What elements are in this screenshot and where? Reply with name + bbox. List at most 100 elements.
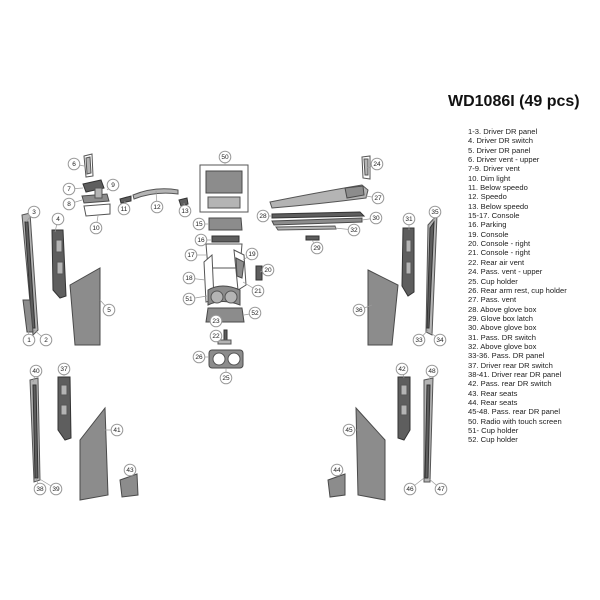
legend-item: 25. Cup holder	[468, 276, 518, 286]
callout-44: 44	[330, 463, 344, 477]
callout-31: 31	[402, 212, 416, 226]
callout-10: 10	[89, 221, 103, 235]
callout-number: 9	[111, 182, 115, 189]
legend-item: 44. Rear seats	[468, 397, 518, 407]
callout-number: 13	[181, 208, 189, 215]
center-console-parts	[199, 164, 263, 369]
callout-40: 40	[29, 364, 43, 378]
callout-number: 5	[107, 307, 111, 314]
callout-3: 3	[27, 205, 41, 219]
callout-number: 25	[222, 375, 230, 382]
callout-circle	[412, 333, 426, 347]
callout-circle	[106, 178, 120, 192]
callout-circle	[29, 364, 43, 378]
callout-circle	[251, 284, 265, 298]
callout-circle	[33, 482, 47, 496]
callout-18: 18	[182, 271, 196, 285]
callout-number: 35	[431, 209, 439, 216]
callout-number: 16	[197, 237, 205, 244]
callout-circle	[434, 482, 448, 496]
legend-item: 21. Console - right	[468, 248, 531, 258]
callout-circle	[248, 306, 262, 320]
callout-circle	[209, 314, 223, 328]
callout-number: 1	[27, 337, 31, 344]
legend-item: 4. Driver DR switch	[468, 136, 533, 146]
part-37-switch-b	[60, 404, 68, 416]
callout-19: 19	[245, 247, 259, 261]
legend-item: 32. Above glove box	[468, 341, 537, 351]
callout-circle	[342, 423, 356, 437]
callout-number: 43	[126, 467, 134, 474]
callout-circle	[256, 209, 270, 223]
legend-item: 31. Pass. DR switch	[468, 332, 536, 342]
callout-circle	[428, 205, 442, 219]
callout-number: 47	[437, 486, 445, 493]
part-36	[367, 269, 399, 346]
part-24-inner	[363, 158, 369, 176]
legend-item: 45-48. Pass. rear DR panel	[468, 407, 561, 417]
callout-circle	[330, 463, 344, 477]
part-31-switch-b	[405, 261, 412, 275]
part-1	[22, 299, 34, 333]
callout-number: 30	[372, 215, 380, 222]
callout-26: 26	[192, 350, 206, 364]
legend-item: 20. Console - right	[468, 239, 531, 249]
legend-item: 24. Pass. vent - upper	[468, 267, 543, 277]
legend-item: 38-41. Driver rear DR panel	[468, 369, 562, 379]
part-20	[255, 265, 263, 281]
legend-item: 22. Rear air vent	[468, 257, 525, 267]
callout-21: 21	[251, 284, 265, 298]
callout-circle	[62, 197, 76, 211]
callout-number: 19	[248, 251, 256, 258]
part-28	[271, 211, 366, 219]
callout-47: 47	[434, 482, 448, 496]
callout-52: 52	[248, 306, 262, 320]
callout-number: 34	[436, 337, 444, 344]
callout-number: 45	[345, 427, 353, 434]
legend-item: 6. Driver vent - upper	[468, 155, 540, 165]
part-26-ring-b	[227, 352, 241, 366]
callout-circle	[51, 212, 65, 226]
callout-22: 22	[209, 329, 223, 343]
callout-number: 40	[32, 368, 40, 375]
callout-circle	[27, 205, 41, 219]
passenger-dash-parts	[269, 155, 371, 241]
callout-15: 15	[192, 217, 206, 231]
legend-item: 33-36. Pass. DR panel	[468, 351, 545, 361]
part-41	[79, 406, 109, 501]
callout-circle	[209, 329, 223, 343]
part-22	[217, 339, 232, 345]
callout-number: 41	[113, 427, 121, 434]
legend-item: 5. Driver DR panel	[468, 145, 531, 155]
part-30	[271, 217, 363, 226]
callout-6: 6	[67, 157, 81, 171]
callout-circle	[194, 233, 208, 247]
legend-item: 10. Dim light	[468, 173, 511, 183]
legend-item: 26. Rear arm rest, cup holder	[468, 285, 567, 295]
legend-item: 11. Below speedo	[468, 183, 528, 193]
callout-number: 51	[185, 296, 193, 303]
callout-20: 20	[261, 263, 275, 277]
callout-circle	[62, 182, 76, 196]
callout-51: 51	[182, 292, 196, 306]
callout-circle	[219, 371, 233, 385]
part-51-ring-b	[224, 290, 238, 304]
callout-1: 1	[22, 333, 36, 347]
part-6-inner	[85, 156, 92, 175]
callout-circle	[182, 271, 196, 285]
callout-46: 46	[403, 482, 417, 496]
driver-vent-parts	[81, 153, 111, 217]
callout-13: 13	[178, 204, 192, 218]
callout-45: 45	[342, 423, 356, 437]
legend-item: 52. Cup holder	[468, 435, 518, 445]
callout-35: 35	[428, 205, 442, 219]
part-23	[223, 329, 228, 341]
part-4-switch-a	[55, 239, 63, 253]
callout-circle	[395, 362, 409, 376]
callout-17: 17	[184, 248, 198, 262]
callout-number: 28	[259, 213, 267, 220]
callout-34: 34	[433, 333, 447, 347]
callout-number: 2	[44, 337, 48, 344]
callout-number: 33	[415, 337, 423, 344]
